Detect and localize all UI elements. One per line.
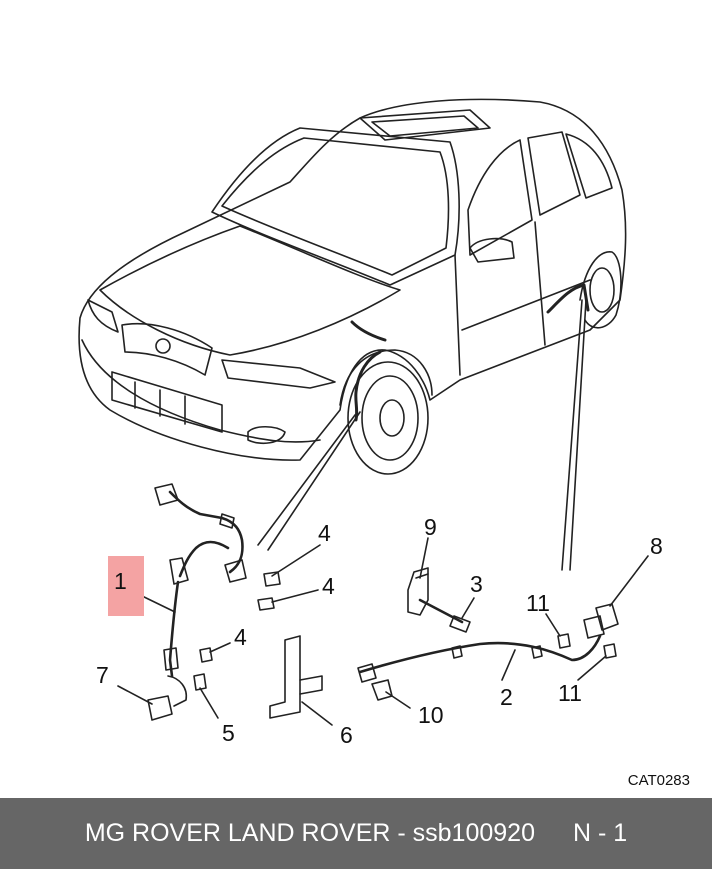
fog-light [247,425,286,445]
callout-1: 1 [114,568,127,594]
part-2-harness [358,634,602,674]
callout-4a: 4 [318,520,331,546]
callout-11b: 11 [558,680,582,706]
callout-5: 5 [222,720,235,746]
footer-page: N - 1 [572,819,628,847]
windscreen [211,127,460,286]
car-body [78,98,627,461]
callout-4c: 4 [234,624,247,650]
side-window-front [467,139,533,256]
sunroof [359,109,491,141]
headlight-left [87,299,119,333]
callout-9: 9 [424,514,437,540]
callout-6: 6 [340,722,353,748]
callout-highlight [108,556,144,616]
footer-title: MG ROVER LAND ROVER - ssb100920 [84,819,535,847]
part-9-bracket [407,567,429,616]
callout-10: 10 [418,702,444,728]
part-6-bracket [269,635,301,719]
part-7-sensor [147,695,173,721]
part-1-harness [168,490,244,574]
callout-8: 8 [650,533,663,559]
part-10-clip [371,679,393,701]
door-mirror [469,237,515,263]
part-8-sensor [595,603,619,631]
callout-2: 2 [500,684,513,710]
front-bumper [81,339,321,443]
callout-11a: 11 [526,590,550,616]
part-3-sensor [418,598,464,624]
front-wheel [347,361,429,475]
callout-3: 3 [470,571,483,597]
catalog-code: CAT0283 [627,772,690,789]
callout-4b: 4 [322,573,335,599]
grille [121,322,213,376]
footer-bar: MG ROVER LAND ROVER - ssb100920 N - 1 [0,798,712,869]
rear-wheel [579,251,622,329]
parts-diagram [78,98,649,726]
callout-7: 7 [96,662,109,688]
bonnet [99,225,401,356]
side-window-rear [527,131,581,216]
part-4-bolt-a [263,571,281,587]
headlight-right [221,359,336,389]
